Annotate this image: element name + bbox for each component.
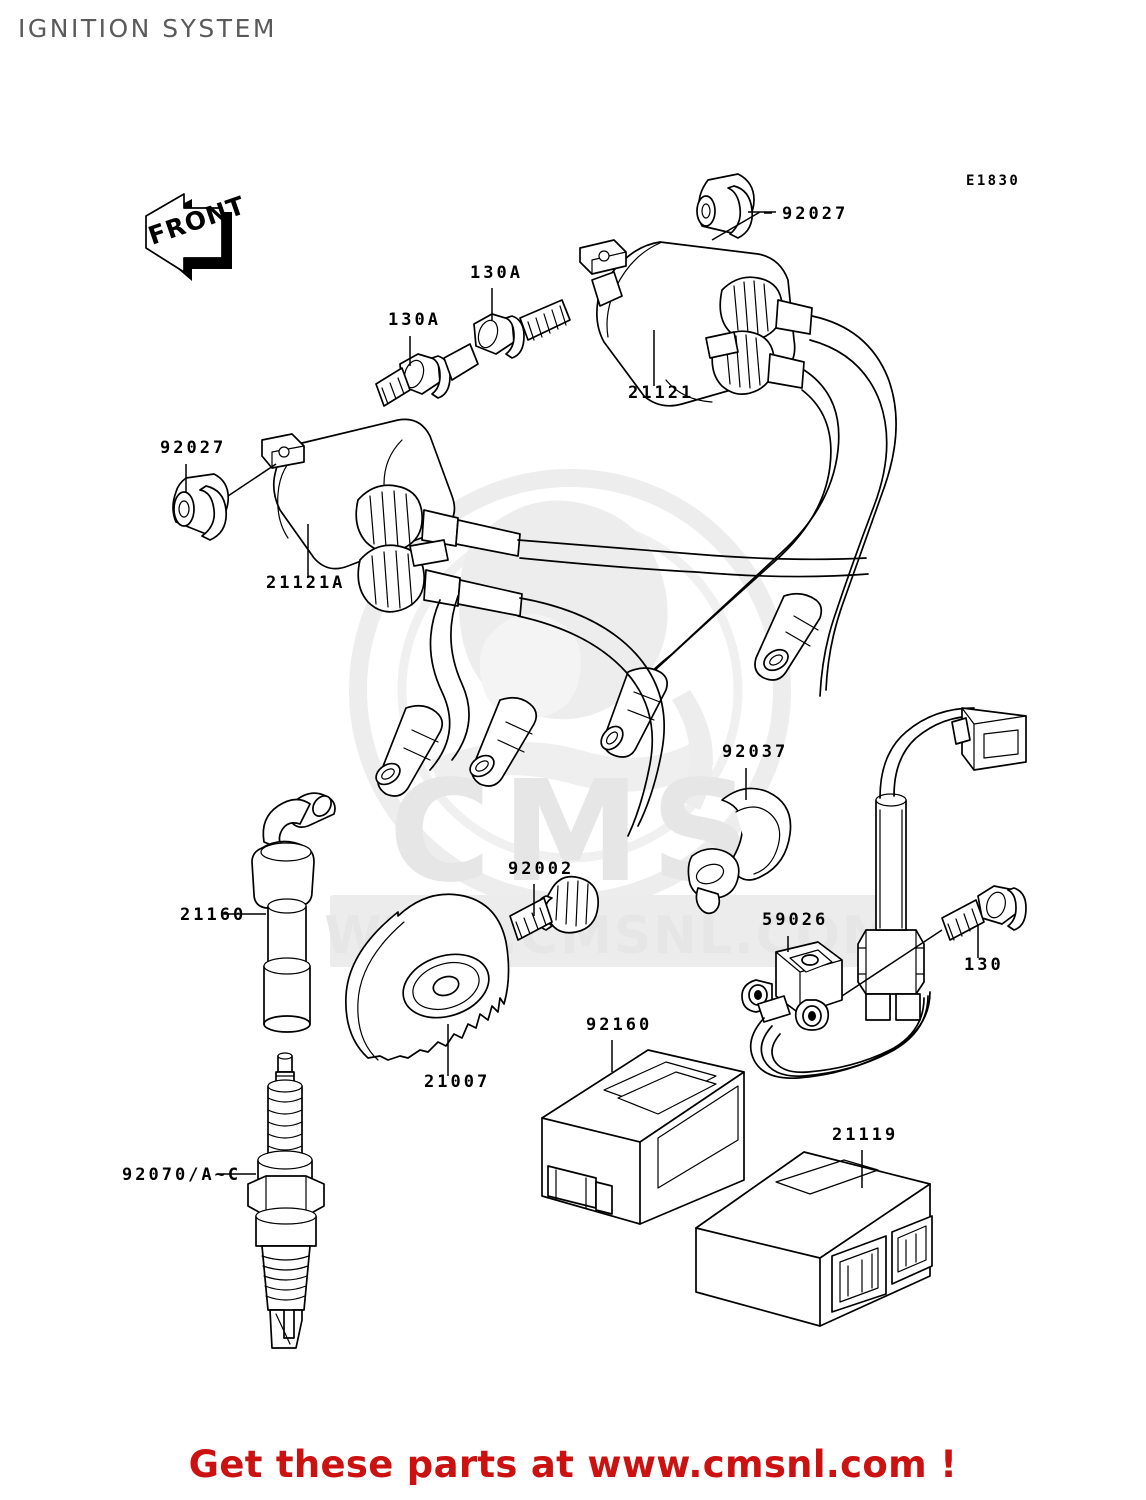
leader-lines [185,211,979,1188]
front-arrow-badge: FRONT [145,191,249,281]
part-92037-wire-clamp[interactable] [687,787,792,915]
part-92027-grommet-cap-left[interactable] [172,473,230,541]
harness-wiring-59026 [749,707,1027,1080]
ht-lead-wires [375,315,897,837]
part-59026-pickup-coil-sensor[interactable] [741,941,843,1031]
coil-ht-outlet-upper [719,276,813,341]
part-label-21007[interactable]: 21007 [424,1072,490,1092]
part-92070-spark-plug[interactable] [247,1052,325,1349]
part-label-92070[interactable]: 92070/A~C [122,1165,241,1185]
diagram-reference-code: E1830 [966,173,1021,189]
part-label-21119[interactable]: 21119 [832,1125,898,1145]
part-label-21121[interactable]: 21121 [628,383,694,403]
part-21119-igniter-ecu-unit[interactable] [695,1151,933,1327]
part-21160-spark-plug-cap[interactable] [251,792,336,1033]
part-label-92160[interactable]: 92160 [586,1015,652,1035]
part-130-flange-bolt-right[interactable] [841,885,1027,997]
ht-lead-terminal-c [469,696,538,787]
part-92160-damper-bracket[interactable] [541,1049,745,1225]
part-label-130[interactable]: 130 [964,955,1004,975]
part-label-21160[interactable]: 21160 [180,905,246,925]
part-21121A-ignition-coil-front[interactable] [261,418,523,617]
ht-lead-terminal-d [375,704,444,797]
part-label-92002[interactable]: 92002 [508,859,574,879]
part-number-labels: 92027 130A 130A 21121 92027 21121A 92037… [122,204,1004,1185]
footer-cta-text: Get these parts at www.cmsnl.com ! [188,1443,958,1486]
ht-lead-terminal-a [754,592,823,681]
part-label-130A-lower[interactable]: 130A [388,310,441,330]
coil-front-ht-outlet-upper [355,484,521,557]
part-label-21121A[interactable]: 21121A [266,573,345,593]
part-label-59026[interactable]: 59026 [762,910,828,930]
part-21121-ignition-coil-rear[interactable] [579,239,813,407]
part-130A-flange-bolt-lower[interactable] [375,343,479,407]
ht-lead-terminal-b [600,667,668,758]
part-92002-mounting-bolt[interactable] [509,875,600,941]
part-label-92027-top[interactable]: 92027 [782,204,848,224]
part-label-92027-left[interactable]: 92027 [160,438,226,458]
igniter-connector-right [891,1215,933,1285]
part-130A-flange-bolt-upper[interactable] [473,299,571,359]
igniter-connector-left [831,1235,887,1313]
part-label-130A-upper[interactable]: 130A [470,263,523,283]
coil-front-ht-outlet-lower [357,544,523,617]
page-title: IGNITION SYSTEM [18,14,277,43]
part-92027-grommet-cap-top[interactable] [696,173,755,239]
part-21007-rotor-timing-disc[interactable] [345,893,510,1061]
part-label-92037[interactable]: 92037 [722,742,788,762]
